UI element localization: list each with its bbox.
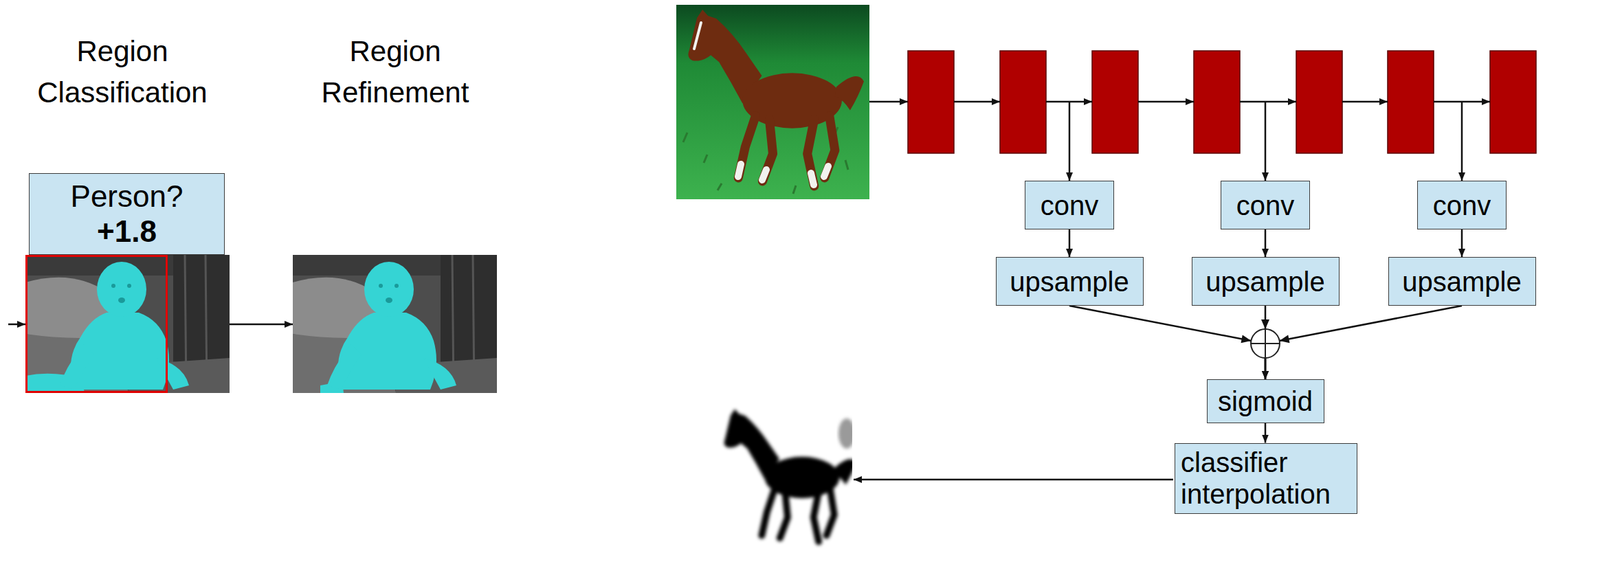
face-detail [111,283,116,288]
layer-block [1490,50,1537,154]
flow-connector [1265,305,1462,380]
layer-block [907,50,954,154]
heading-label: Region Refinement [285,30,506,114]
sum-symbol [1241,319,1291,359]
flow-arrow [1239,101,1297,104]
node-text: +1.8 [96,214,157,250]
conv-box: conv [1024,180,1115,230]
segment-arm [156,358,190,390]
segment-arm [59,344,95,390]
baby-photo [25,254,230,394]
arrow-head [1261,319,1270,330]
photo-background [25,254,230,394]
segment-arm [423,358,457,390]
node-text: classifier interpolation [1180,446,1352,510]
node-text: Person? [70,179,184,215]
layer-arrows [953,101,1491,181]
horse-mask [724,409,853,543]
photo-background [292,254,497,394]
sum-cross [1250,329,1280,359]
node-text: conv [1432,189,1492,222]
branch-arrow [1461,101,1464,181]
flow-arrow [953,101,1000,104]
segment-head [364,261,414,317]
layer-block [1296,50,1343,154]
output-arrow [853,479,1174,482]
layer-block [1092,50,1139,154]
sigmoid-box: sigmoid [1206,379,1325,424]
node-text: conv [1040,189,1099,222]
mask-output [709,406,856,552]
face-detail [394,283,399,288]
flow-arrow [1342,101,1388,104]
classifier-box: classifier interpolation [1174,443,1358,515]
node-text: sigmoid [1217,385,1313,418]
heading-label: Region Classification [12,30,233,114]
grass-background [676,4,870,200]
node-text: upsample [1009,265,1129,298]
flow-arrow [1138,101,1194,104]
node-text: upsample [1205,265,1325,298]
node-text: conv [1236,189,1295,222]
region-box [26,256,168,393]
class-score-box: Person?+1.8 [28,173,225,255]
flow-connector [1461,229,1464,258]
sum-circle [1250,329,1280,359]
arrow-head [1241,334,1253,345]
face-detail [385,297,393,304]
conv-box: conv [1417,180,1507,230]
mask-smudge [838,418,853,449]
conv-box: conv [1220,180,1310,230]
branch-arrow [1264,101,1267,181]
segment-arm [327,344,362,390]
node-text: upsample [1402,265,1521,298]
arrow-head [1278,334,1290,345]
face-detail [118,297,126,304]
flow-connector [1264,229,1267,258]
face-detail [127,283,132,288]
input-arrow [8,323,26,326]
branch-arrow [1068,101,1071,181]
upsample-box: upsample [1388,257,1537,306]
layer-block [1193,50,1240,154]
horse-socks [738,164,829,185]
horse-figure [687,9,864,187]
horse-blaze [694,22,702,49]
horse-photo [676,4,870,200]
flow-arrow [229,323,293,326]
segment-head [96,261,147,317]
layer-blocks [907,50,1537,154]
baby-photo [292,254,497,394]
flow-connector [1264,423,1267,444]
face-detail [378,283,383,288]
flow-connector [1069,305,1266,380]
flow-connector [1068,229,1071,258]
upsample-box: upsample [1191,257,1340,306]
flow-arrow [869,101,908,104]
upsample-box: upsample [995,257,1144,306]
layer-block [1387,50,1434,154]
layer-block [1000,50,1047,154]
